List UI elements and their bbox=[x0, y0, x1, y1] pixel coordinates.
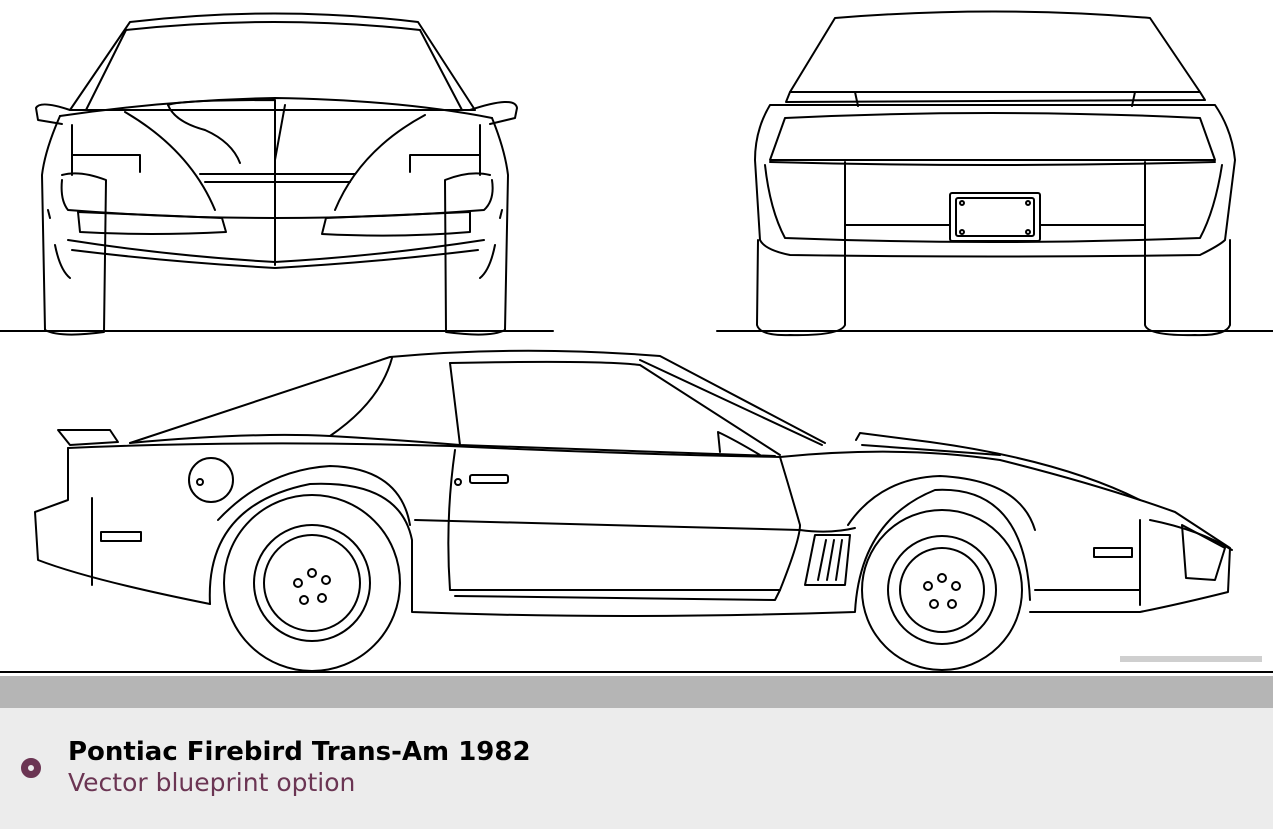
front-view bbox=[0, 12, 554, 336]
side-view bbox=[0, 349, 1273, 673]
watermark bbox=[1120, 656, 1262, 662]
caption-band bbox=[0, 676, 1273, 708]
ring-bullet-icon bbox=[21, 758, 41, 778]
caption-panel bbox=[0, 708, 1273, 829]
blueprint-drawing bbox=[0, 10, 1273, 673]
caption-title: Pontiac Firebird Trans-Am 1982 bbox=[68, 737, 531, 767]
rear-view bbox=[716, 10, 1273, 337]
caption-subtitle: Vector blueprint option bbox=[68, 768, 356, 797]
